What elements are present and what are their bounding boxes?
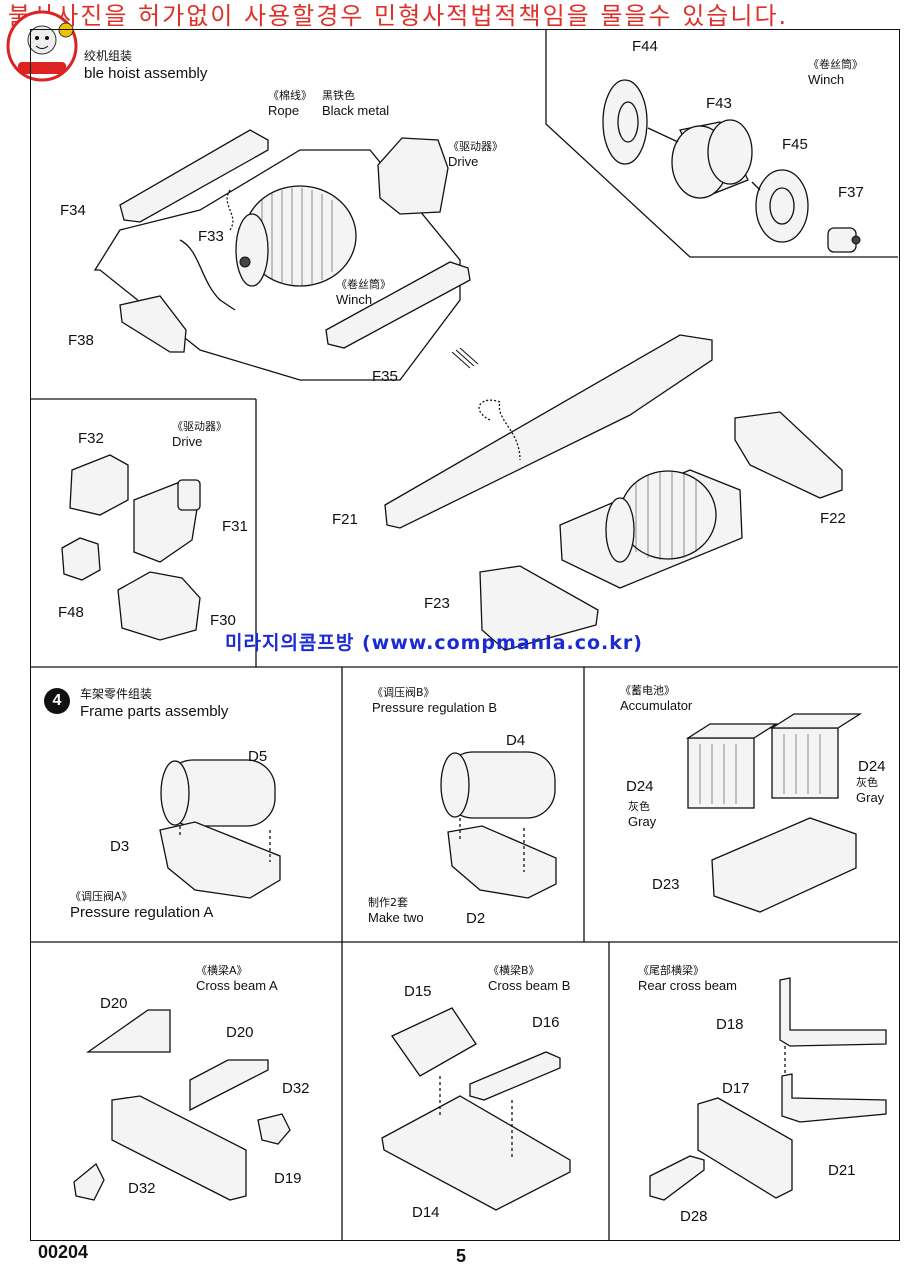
pressure-a-label: 《调压阀A》 Pressure regulation A	[70, 890, 214, 921]
part-label: D4	[506, 732, 526, 749]
battery-right-shape	[771, 727, 839, 799]
part-label: D16	[532, 1014, 560, 1031]
part-f48-shape	[61, 537, 101, 581]
part-label: D19	[274, 1170, 302, 1187]
part-d19-shape	[111, 1095, 247, 1201]
part-d16-shape	[469, 1051, 561, 1101]
part-label: F22	[820, 510, 846, 527]
part-label: F35	[372, 368, 398, 385]
pressure-b-label: 《调压阀B》 Pressure regulation B	[372, 686, 498, 715]
winch-exploded-label: 《卷丝筒》 Winch	[808, 58, 863, 87]
drive-housing-shape	[377, 137, 449, 215]
part-label: F45	[782, 136, 808, 153]
part-d18-shape	[779, 977, 887, 1047]
make-two-label: 制作2套 Make two	[368, 896, 424, 925]
black-metal-label: 黑铁色 Black metal	[322, 89, 390, 118]
part-label: D15	[404, 983, 432, 1000]
part-f32-shape	[69, 454, 129, 516]
part-label: D14	[412, 1204, 440, 1221]
step-number-badge: 4	[44, 688, 70, 714]
part-label: D21	[828, 1162, 856, 1179]
part-label: D24	[626, 778, 654, 795]
accumulator-drawing	[685, 713, 863, 913]
rear-cross-beam-drawing	[649, 977, 887, 1201]
winch-panel-border	[545, 30, 898, 258]
step4-title: 车架零件组装 Frame parts assembly	[80, 687, 229, 720]
frame-hoist-drawing	[384, 334, 843, 651]
cross-beam-a-label: 《横梁A》 Cross beam A	[196, 964, 278, 993]
drive-exploded-label: 《驱动器》 Drive	[172, 420, 227, 449]
product-code: 00204	[38, 1242, 89, 1262]
rope-label: 《棉线》 Rope	[268, 89, 312, 118]
cross-beam-b-drawing	[381, 1007, 571, 1211]
part-label: D5	[248, 748, 268, 765]
copyright-warning: 불사사진을 허가없이 사용할경우 민형사적법적책임을 물을수 있습니다.	[8, 2, 789, 30]
part-d17-shape	[781, 1073, 887, 1123]
part-d20-right-shape	[189, 1059, 269, 1112]
part-label: F37	[838, 184, 864, 201]
part-d20-left-shape	[85, 1009, 171, 1053]
part-f38-shape	[119, 295, 187, 353]
part-label: D28	[680, 1208, 708, 1225]
gray-color-label: 灰色 Gray	[628, 800, 657, 829]
part-f23-shape	[479, 565, 599, 651]
part-label: D24	[858, 758, 886, 775]
part-label: F43	[706, 95, 732, 112]
part-d2-shape	[447, 825, 557, 899]
part-f35-shape	[325, 261, 471, 349]
part-label: F44	[632, 38, 658, 55]
part-d28-shape	[649, 1155, 705, 1201]
part-label: F33	[198, 228, 224, 245]
drive-exploded-drawing	[61, 454, 201, 641]
part-d3-shape	[159, 821, 281, 899]
part-d21-shape	[697, 1097, 793, 1199]
part-label: F38	[68, 332, 94, 349]
page-number: 5	[456, 1246, 467, 1266]
part-d23-shape	[711, 817, 857, 913]
gray-color-label: 灰色 Gray	[856, 776, 885, 805]
part-label: F21	[332, 511, 358, 528]
part-label: F32	[78, 430, 104, 447]
pressure-b-drawing	[440, 751, 557, 899]
part-d15-shape	[391, 1007, 477, 1077]
part-f34-shape	[119, 129, 269, 223]
part-f30-shape	[117, 571, 201, 641]
part-label: D20	[226, 1024, 254, 1041]
accumulator-label: 《蓄电池》 Accumulator	[620, 684, 693, 713]
part-label: D23	[652, 876, 680, 893]
battery-left-shape	[687, 737, 755, 809]
part-d14-shape	[381, 1095, 571, 1211]
shop-watermark: 미라지의콤프방 (www.compmania.co.kr)	[225, 632, 643, 654]
part-label: D32	[128, 1180, 156, 1197]
part-label: F30	[210, 612, 236, 629]
part-f22-shape	[734, 411, 843, 499]
winch-label: 《卷丝筒》 Winch	[336, 278, 391, 307]
pressure-a-drawing	[159, 759, 281, 899]
hoist-title: 绞机组装 ble hoist assembly	[84, 49, 208, 82]
part-label: F48	[58, 604, 84, 621]
part-label: F31	[222, 518, 248, 535]
hoist-assembly-drawing	[93, 129, 471, 381]
part-label: D17	[722, 1080, 750, 1097]
drive-label: 《驱动器》 Drive	[448, 140, 503, 169]
part-label: D2	[466, 910, 486, 927]
part-label: D3	[110, 838, 130, 855]
part-label: D20	[100, 995, 128, 1012]
part-label: F34	[60, 202, 86, 219]
rear-cross-beam-label: 《尾部横梁》 Rear cross beam	[638, 964, 737, 993]
part-label: D18	[716, 1016, 744, 1033]
winch-exploded-drawing	[602, 79, 861, 253]
part-f21-shape	[384, 334, 713, 529]
part-label: F23	[424, 595, 450, 612]
cross-beam-b-label: 《横梁B》 Cross beam B	[488, 964, 571, 993]
part-d32-shape	[257, 1113, 291, 1145]
cross-beam-a-drawing	[73, 1009, 291, 1201]
panel-outer	[30, 29, 900, 1241]
part-label: D32	[282, 1080, 310, 1097]
